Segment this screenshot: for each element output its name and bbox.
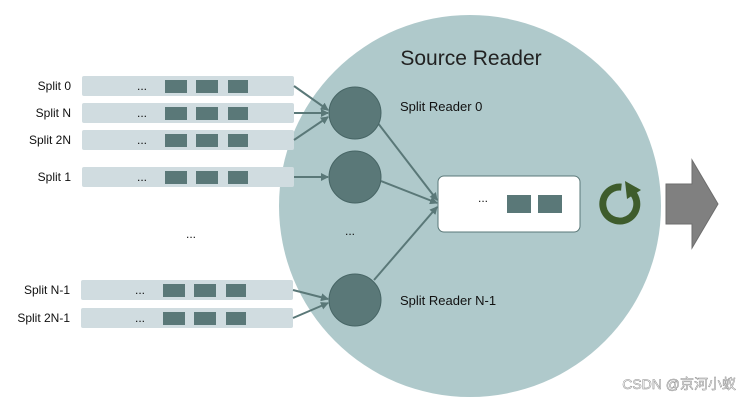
source-reader-title: Source Reader [400, 47, 541, 70]
split-block [196, 80, 218, 93]
split-bar [81, 308, 293, 328]
split-label: Split 2N-1 [17, 311, 70, 325]
split-block [226, 312, 246, 325]
split-bar [82, 103, 294, 123]
split-label: Split N [36, 106, 71, 120]
split-block [165, 134, 187, 147]
output-arrow-icon [665, 158, 719, 250]
split-arrows [292, 85, 329, 319]
arrow-reader0-queue [373, 117, 438, 201]
readers-gap-ellipsis: ... [345, 224, 355, 238]
split-ellipsis: ... [137, 79, 147, 93]
watermark: CSDN @京河小蚁 [622, 376, 736, 392]
split-row-2n: Split 2N ... [29, 130, 294, 150]
split-reader-0 [328, 86, 382, 140]
split-label: Split N-1 [24, 283, 70, 297]
split-reader-1 [328, 150, 382, 204]
arrow-reader1-queue [380, 180, 438, 205]
split-ellipsis: ... [135, 283, 145, 297]
split-row-2n-1: Split 2N-1 ... [17, 308, 293, 328]
split-label: Split 2N [29, 133, 71, 147]
arrow-split2n-reader0 [293, 116, 329, 141]
split-label: Split 0 [38, 79, 72, 93]
loop-arrowhead [625, 181, 641, 199]
split-row-0: Split 0 ... [38, 76, 294, 96]
arrow-readern1-queue [373, 206, 438, 281]
split-block [196, 134, 218, 147]
split-block [228, 171, 248, 184]
split-reader-n-1 [328, 273, 382, 327]
arrow-split2n1-readern1 [292, 302, 329, 319]
split-block [196, 107, 218, 120]
split-bar [82, 76, 294, 96]
split-row-n: Split N ... [36, 103, 294, 123]
split-block [163, 284, 185, 297]
queue-block [538, 195, 562, 213]
split-ellipsis: ... [137, 133, 147, 147]
split-block [194, 284, 216, 297]
split-row-1: Split 1 ... [38, 167, 294, 187]
split-block [165, 171, 187, 184]
split-label: Split 1 [38, 170, 72, 184]
queue-ellipsis: ... [478, 191, 488, 205]
split-block [196, 171, 218, 184]
split-block [194, 312, 216, 325]
split-block [228, 80, 248, 93]
split-block [165, 80, 187, 93]
queue-block [507, 195, 531, 213]
splits-gap-ellipsis: ... [186, 227, 196, 241]
split-block [163, 312, 185, 325]
split-bar [82, 167, 294, 187]
split-bar [82, 130, 294, 150]
split-row-n-1: Split N-1 ... [24, 280, 293, 300]
split-ellipsis: ... [135, 311, 145, 325]
split-block [228, 134, 248, 147]
split-ellipsis: ... [137, 170, 147, 184]
split-ellipsis: ... [137, 106, 147, 120]
loop-arc [599, 183, 641, 225]
split-reader-n-1-label: Split Reader N-1 [400, 293, 496, 308]
split-block [228, 107, 248, 120]
split-bar [81, 280, 293, 300]
split-block [165, 107, 187, 120]
arrow-splitn1-readern1 [292, 289, 329, 302]
split-block [226, 284, 246, 297]
arrow-split0-reader0 [293, 85, 329, 111]
element-queue: ... [437, 175, 581, 233]
split-reader-0-label: Split Reader 0 [400, 99, 482, 114]
loop-icon [599, 181, 641, 225]
reader-arrows [373, 117, 438, 281]
